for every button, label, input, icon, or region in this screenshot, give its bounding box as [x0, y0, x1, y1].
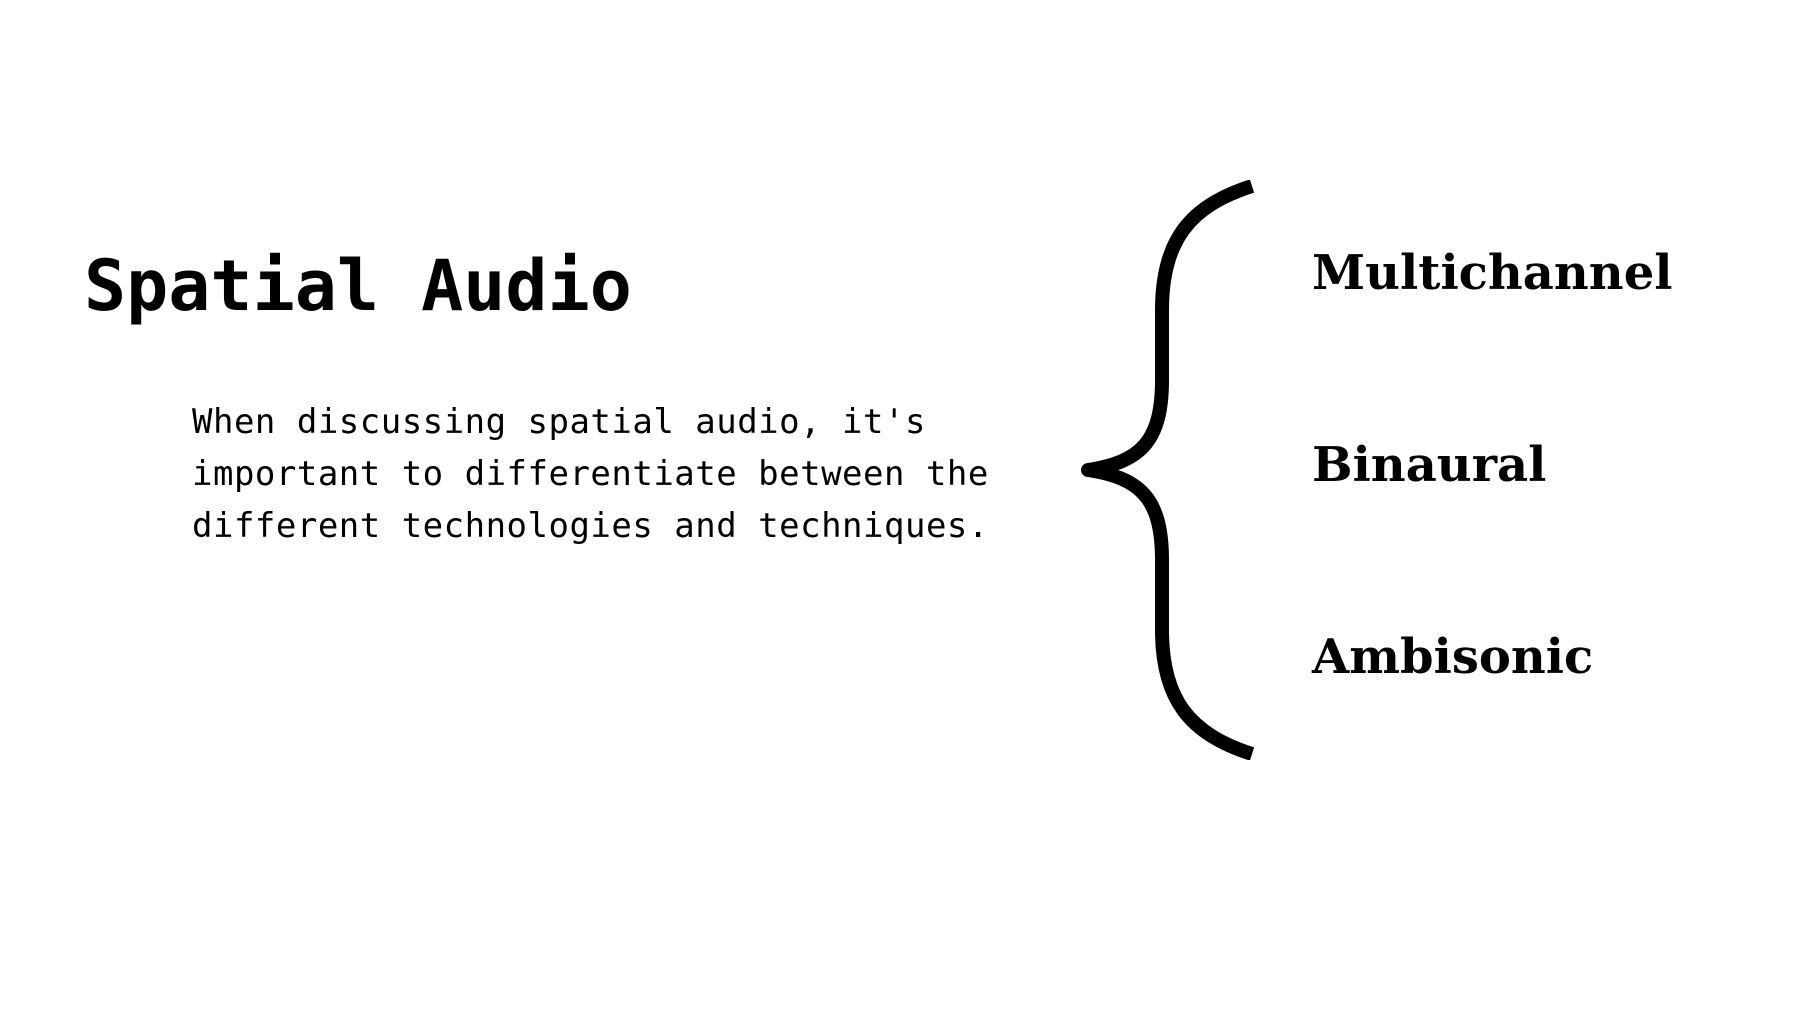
term-binaural: Binaural: [1312, 437, 1547, 493]
slide-description: When discussing spatial audio, it's impo…: [192, 396, 1012, 552]
term-multichannel: Multichannel: [1312, 245, 1673, 301]
term-ambisonic: Ambisonic: [1312, 629, 1594, 685]
slide-title: Spatial Audio: [84, 245, 632, 327]
curly-brace-icon: [1081, 180, 1255, 760]
description-line-1: When discussing spatial audio, it's: [192, 402, 926, 442]
description-line-2: important to differentiate between the: [192, 454, 989, 494]
description-line-3: different technologies and techniques.: [192, 506, 989, 546]
